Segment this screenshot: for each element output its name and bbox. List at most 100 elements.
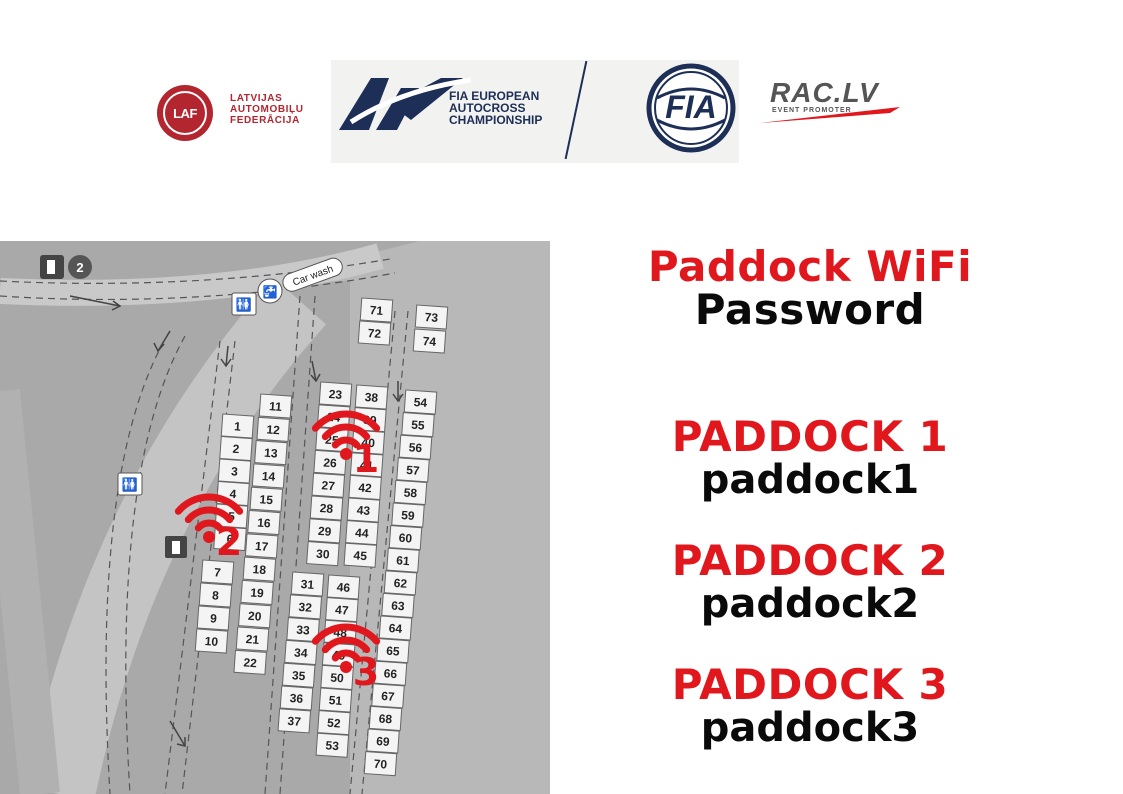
parking-spot-number: 19 [250,585,265,600]
rac-subtitle: EVENT PROMOTER [772,107,852,114]
parking-spot-box [348,474,382,501]
parking-spot: 42 [348,474,382,501]
laf-line: FEDERĀCIJA [230,115,300,126]
parking-spot-number: 36 [289,691,304,706]
parking-spot-number: 28 [319,501,334,516]
parking-spot-number: 32 [298,600,313,615]
ax-line: AUTOCROSS [449,101,526,115]
parking-spot-box [311,472,346,498]
parking-spot-number: 58 [403,485,418,500]
parking-spot: 31 [290,571,325,597]
parking-spot-box [396,457,430,483]
parking-spot-number: 27 [321,478,336,493]
paddock-map-canvas: 1234567891011121314151617181920212223242… [0,241,550,794]
parking-spot: 21 [235,626,270,652]
parking-spot: 43 [346,497,381,523]
parking-spot-box [388,525,423,551]
parking-spot: 58 [393,479,428,506]
parking-spot-box [318,687,353,713]
parking-spot: 51 [318,687,353,713]
parking-spot: 47 [325,597,359,623]
parking-spot-number: 11 [269,399,283,414]
parking-spot-number: 12 [266,422,281,437]
parking-spot: 35 [281,662,316,688]
parking-spot-number: 10 [204,634,219,649]
parking-spot-box [249,486,284,512]
parking-spot-box [317,710,351,736]
parking-spot: 54 [403,389,438,415]
wifi-title: Paddock WiFi [647,242,973,291]
parking-spot-number: 72 [367,326,382,341]
parking-spot: 3 [217,458,252,484]
paddock-1-password: paddock1 [700,457,920,503]
wifi-icon: 3 [311,623,381,694]
paddock-1-block: PADDOCK 1 paddock1 [600,415,1020,503]
parking-spot: 36 [279,685,314,711]
ax-wordmark: FIA EUROPEAN AUTOCROSS CHAMPIONSHIP [449,90,542,126]
parking-spot-box [354,384,389,410]
parking-spot-number: 26 [323,455,338,470]
parking-spot: 66 [373,660,408,686]
parking-spot-box [315,732,350,758]
parking-spot-number: 43 [356,503,371,518]
parking-spot: 44 [345,520,379,546]
parking-spot-box [359,297,394,323]
parking-spot: 60 [388,525,423,551]
parking-spot-number: 4 [229,487,237,501]
parking-spot: 14 [251,463,286,489]
laf-wordmark: LATVIJAS AUTOMOBIĻU FEDERĀCIJA [230,93,304,126]
tap-icon: 🚰 [257,278,283,304]
parking-spot: 17 [244,533,279,559]
parking-spot-number: 13 [264,446,279,461]
ax-line: FIA EUROPEAN [449,89,540,103]
parking-spot-number: 9 [210,611,218,625]
parking-spot-box [376,638,410,664]
rac-swoosh-icon [760,107,900,123]
parking-spot: 37 [277,708,312,734]
parking-spot-number: 37 [287,714,302,729]
parking-spot: 59 [391,502,425,528]
parking-spot-box [349,452,384,478]
parking-spot-number: 52 [327,716,342,731]
parking-spot: 13 [254,440,288,466]
parking-spot-number: 62 [393,576,408,591]
parking-spot: 70 [363,751,398,777]
parking-spot-number: 20 [248,609,263,624]
svg-text:🚻: 🚻 [122,477,138,493]
side-road [0,389,60,794]
direction-arrows [69,295,404,747]
parking-spot-number: 65 [386,644,401,659]
parking-spot: 45 [343,542,378,568]
wifi-markers: 123 [174,410,381,694]
parking-spot-box [414,304,449,330]
parking-spot: 73 [414,304,449,330]
wifi-marker-number: 2 [216,520,242,564]
parking-spot-number: 1 [234,419,242,433]
parking-spot-number: 46 [336,580,351,595]
parking-spot-number: 51 [328,693,343,708]
parking-spot-box [286,617,320,643]
parking-spot: 1 [220,413,255,439]
parking-spot-number: 63 [391,598,406,613]
parking-spot-number: 8 [212,588,220,602]
parking-spot: 74 [412,328,447,354]
parking-spot-box [306,541,340,567]
parking-spot: 62 [383,570,418,596]
exit-number: 2 [76,260,83,275]
parking-spot-number: 60 [398,531,413,546]
parking-spot-number: 16 [257,516,272,531]
parking-spot-box [373,660,408,686]
parking-spot-box [343,542,378,568]
parking-spot: 52 [317,710,351,736]
parking-spot-box [363,751,398,777]
parking-spot-number: 54 [413,395,428,410]
parking-spot-box [371,683,405,709]
parking-spot-box [401,412,435,438]
parking-spot-box [403,389,438,415]
laf-line: LATVIJAS [230,93,283,104]
parking-spot-number: 68 [378,711,393,726]
parking-spot-box [256,416,290,442]
parking-spot-number: 67 [381,689,396,704]
parking-spot-box [198,582,233,608]
